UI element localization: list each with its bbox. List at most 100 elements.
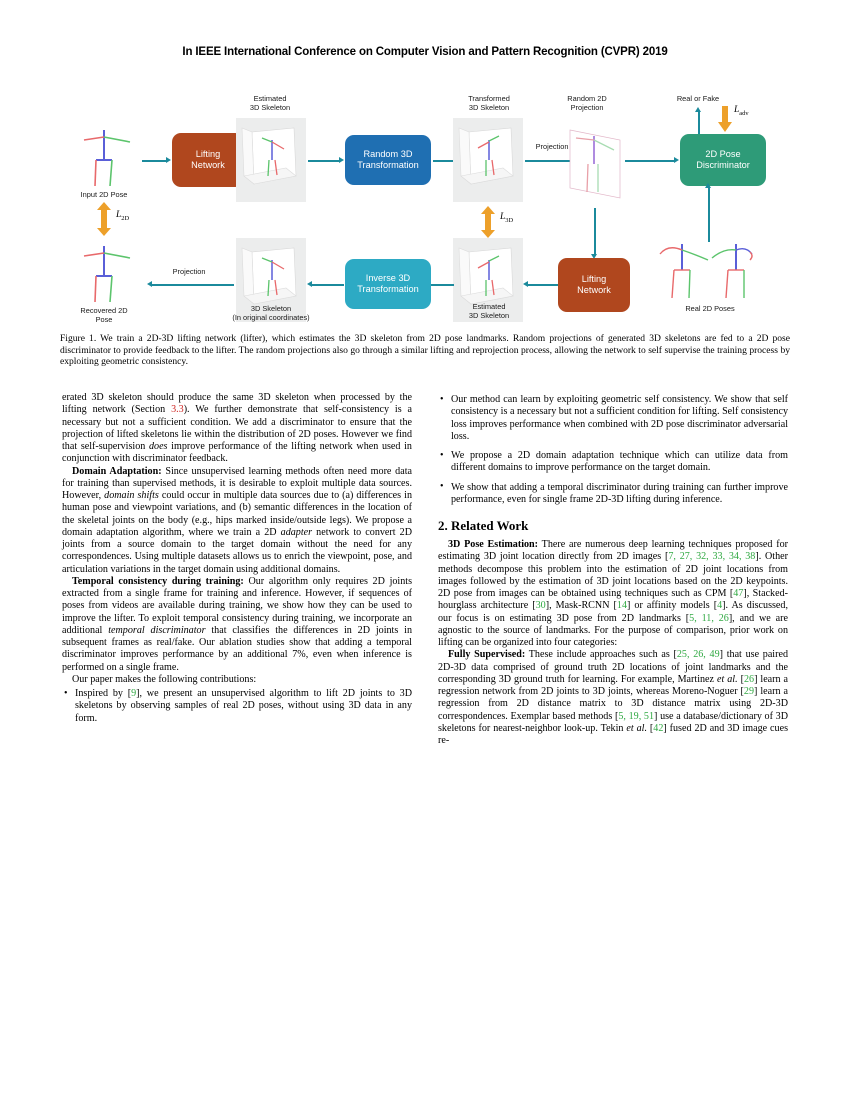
paragraph-3d-pose-estimation: 3D Pose Estimation: There are numerous d… [438,539,788,649]
left-column: erated 3D skeleton should produce the sa… [62,392,412,1032]
arrow-discriminator-to-output [698,112,700,134]
citation-link[interactable]: 30 [535,600,546,612]
citation-link[interactable]: 7, 27, 32, 33, 34, 38 [668,551,756,563]
section-ref-link[interactable]: 3.3 [171,404,184,416]
temporal-consistency-heading: Temporal consistency during training: [72,575,244,587]
figure-label-real-or-fake: Real or Fake [676,94,720,103]
citation-link[interactable]: 14 [616,600,628,612]
rpara1-c: ], Stacked-hourglass architecture [ [438,588,788,612]
input-2d-pose-skeleton [83,130,131,187]
paragraph-contributions-intro: Our paper makes the following contributi… [72,673,257,685]
real-2d-poses-skeletons [659,244,753,299]
rpara2-h: ] fused 2D and 3D image cues re- [438,722,788,746]
list-item: We show that adding a temporal discrimin… [440,481,788,507]
arrowhead-inverse-to-skeleton-orig [307,280,312,287]
paragraph-fully-supervised: Fully Supervised: These include approach… [438,649,788,747]
arrow-projection-to-discriminator [625,160,675,162]
figure-label-real-2d-poses: Real 2D Poses [685,304,735,313]
citation-link[interactable]: 5, 19, 51 [618,710,655,722]
citation-link[interactable]: 5, 11, 26 [689,612,729,624]
rpara2-c: [ [737,673,744,685]
loss-3d-double-arrow [481,206,495,238]
arrow-est3dbottom-to-inverse [430,284,454,286]
loss-adv-label: Ladv [734,105,749,117]
para1-end: improve performance of the lifting netwo… [62,441,412,465]
loss-2d-label: L2D [116,210,130,222]
figure-label-estimated-3d-skeleton-bottom: Estimated 3D Skeleton [468,302,510,321]
figure-label-input-2d-pose: Input 2D Pose [80,190,128,199]
contributions-list-left: Inspired by [9], we present an unsupervi… [62,688,412,725]
section-heading-related-work: 2. Related Work [438,518,529,533]
arrow-projection-down-to-lifter [594,208,596,256]
para2-emphasis-1: domain shifts [104,490,159,501]
list-item: Inspired by [9], we present an unsupervi… [64,688,413,725]
arrow-inverse-to-skeleton-orig [312,284,344,286]
pose-estimation-heading: 3D Pose Estimation: [448,539,539,550]
list-item: We propose a 2D domain adaptation techni… [440,450,788,475]
rpara1-a: There are numerous deep learning techniq… [438,539,788,563]
rpara1-d: ], Mask-RCNN [ [545,600,617,612]
body-columns: erated 3D skeleton should produce the sa… [62,392,788,1032]
figure-label-projection-bottom: Projection [172,267,206,276]
inverse-3d-transformation-box[interactable]: Inverse 3D Transformation [345,259,431,309]
para2-emphasis-2: adapter [280,526,313,538]
para3-emphasis: temporal discriminator [108,624,206,636]
recovered-2d-pose-skeleton [83,246,131,303]
fully-supervised-heading: Fully Supervised: [448,649,526,661]
figure-label-transformed-3d-skeleton: Transformed 3D Skeleton [468,94,510,113]
figure-label-projection-top: Projection [535,142,569,151]
rpara2-g: [ [646,722,654,734]
citation-link[interactable]: 29 [743,686,755,697]
rpara1-b: ]. Other methods decompose this problem … [438,551,789,599]
loss-2d-double-arrow [97,202,111,236]
bullet1-pre: Inspired by [ [75,688,132,699]
para2-a: Since unsupervised learning methods ofte… [62,465,412,502]
arrow-lifterbottom-to-est3d [528,284,558,286]
rpara2-b: ] that use paired 2D-3D data comprised o… [438,649,788,685]
arrow-skeleton-to-recovered2d [152,284,234,286]
3d-plot-axes-original [241,247,297,305]
venue-header: In IEEE International Conference on Comp… [182,46,668,58]
citation-link[interactable]: 25, 26, 49 [676,649,720,661]
pose-discriminator-box[interactable]: 2D Pose Discriminator [680,134,766,186]
para1-pre: erated 3D skeleton should produce the sa… [62,392,412,416]
figure-caption: Figure 1. We train a 2D-3D lifting netwo… [60,333,790,368]
arrow-input-to-lifter [142,160,167,162]
bullet1-post: ], we present an unsupervised algorithm … [75,688,413,724]
rpara2-emphasis-1: et al. [716,673,738,685]
citation-link[interactable]: 4 [717,600,723,612]
para2-c: network to convert 2D joints from a sour… [62,526,413,575]
contributions-list-right: Our method can learn by exploiting geome… [438,394,788,506]
para2-b: could occur in multiple data sources due… [62,490,412,538]
rpara2-e: ] learn a regression from 2D distance ma… [438,686,788,722]
arrowhead-projection-to-discriminator [674,156,679,163]
arrowhead-est3d-to-randtransform [339,156,344,163]
arrowhead-skeleton-to-recovered2d [147,280,152,287]
estimated-3d-skeleton-plot-bottom [453,238,523,322]
3d-plot-axes-est-bottom [458,247,514,305]
citation-link[interactable]: 9 [131,688,137,699]
lifting-network-top-box[interactable]: Lifting Network [172,133,244,187]
3d-plot-axes-transformed [458,127,514,185]
citation-link[interactable]: 42 [653,722,664,734]
citation-link[interactable]: 26 [743,673,755,685]
citation-link[interactable]: 47 [733,588,744,599]
rpara2-f: ] use a database/dictionary of 3D skelet… [438,710,788,734]
para3-a: Our algorithm only requires 2D joints ex… [62,575,413,636]
domain-adaptation-heading: Domain Adaptation: [72,465,162,477]
3d-plot-axes-top [241,127,297,185]
para1-emphasis: does [148,441,168,452]
rpara2-d: ] learn a regression network from 2D joi… [438,673,789,697]
rpara1-e: ] or affinity models [ [627,600,718,612]
estimated-3d-skeleton-plot-top [236,118,306,202]
arrow-randtransform-to-trans3d [433,160,459,162]
para1-post: ). We further demonstrate that self-cons… [62,404,412,452]
arrowhead-realposes-to-discriminator [705,183,711,188]
arrowhead-input-to-lifter [166,156,171,163]
random-3d-transformation-box[interactable]: Random 3D Transformation [345,135,431,185]
figure-label-recovered-2d-pose: Recovered 2D Pose [80,306,128,325]
skeleton-original-coords-plot [236,238,306,322]
lifting-network-bottom-box[interactable]: Lifting Network [558,258,630,312]
paragraph-self-consistency: erated 3D skeleton should produce the sa… [62,392,412,466]
